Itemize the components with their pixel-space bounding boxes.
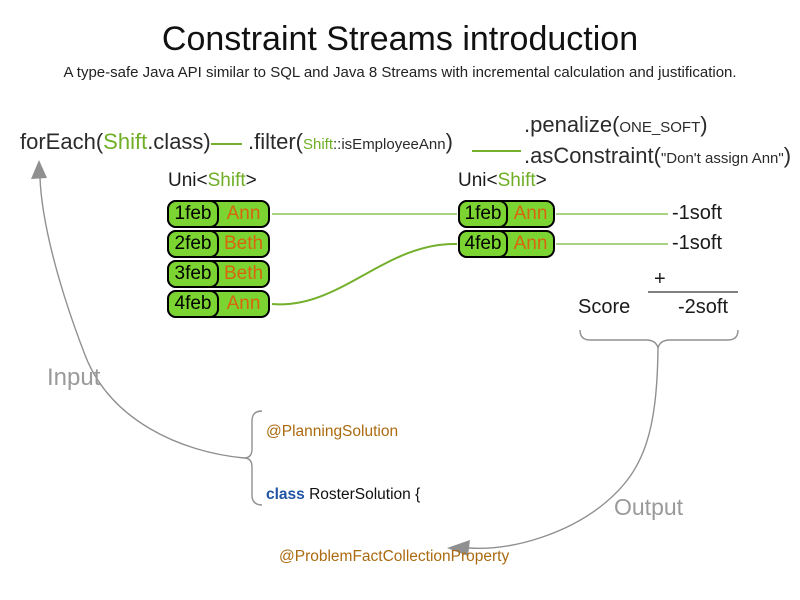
uni-class: Shift <box>497 170 536 191</box>
foreach-class: Shift <box>103 129 148 154</box>
shift-employee: Ann <box>513 233 548 254</box>
filter-expression: .filter(Shift::isEmployeeAnn) <box>248 129 453 155</box>
table-row: 3feb Beth <box>167 260 270 288</box>
code-line-annotation: @ProblemFactCollectionProperty <box>279 547 510 565</box>
penalize-pre: .penalize( <box>524 112 620 137</box>
row4-filter-curve <box>271 242 458 306</box>
asconstraint-post: ) <box>783 143 792 168</box>
foreach-post: .class) <box>147 129 211 154</box>
shift-employee: Beth <box>223 233 264 254</box>
filter-class: Shift <box>303 136 334 153</box>
input-shift-table: 1feb Ann 2feb Beth 3feb Beth 4feb Ann <box>167 200 270 318</box>
shift-date: 3feb <box>167 260 219 288</box>
roster-solution-code: @PlanningSolution class RosterSolution {… <box>266 381 520 600</box>
penalize-expression: .penalize(ONE_SOFT) .asConstraint("Don't… <box>524 111 791 173</box>
class-name: RosterSolution { <box>304 485 421 503</box>
filter-pre: .filter( <box>248 129 303 154</box>
filter-post: ) <box>445 129 453 154</box>
code-line-annotation: @PlanningSolution <box>266 423 399 441</box>
penalize-arg: ONE_SOFT <box>619 119 701 136</box>
score-brace <box>579 329 739 349</box>
uni-shift-label-left: Uni<Shift> <box>168 170 257 192</box>
table-row: 1feb Ann <box>458 200 555 228</box>
score-label: Score <box>578 296 631 318</box>
uni-pre: Uni< <box>168 170 208 191</box>
shift-date: 2feb <box>167 230 219 258</box>
page-subtitle: A type-safe Java API similar to SQL and … <box>63 64 737 81</box>
score-total: -2soft <box>678 296 729 318</box>
uni-pre: Uni< <box>458 170 498 191</box>
shift-date: 4feb <box>458 230 508 258</box>
penalize-line: .penalize(ONE_SOFT) <box>524 111 791 142</box>
uni-post: > <box>535 170 547 191</box>
shift-employee: Beth <box>223 263 264 284</box>
shift-date: 1feb <box>167 200 219 228</box>
uni-class: Shift <box>207 170 246 191</box>
penalty-value-1: -1soft <box>672 202 723 224</box>
table-row: 2feb Beth <box>167 230 270 258</box>
asconstraint-pre: .asConstraint( <box>524 143 661 168</box>
table-row: 1feb Ann <box>167 200 270 228</box>
code-line-class-decl: class RosterSolution { <box>266 485 520 506</box>
asconstraint-line: .asConstraint("Don't assign Ann") <box>524 142 791 173</box>
penalty-value-2: -1soft <box>672 232 723 254</box>
penalize-post: ) <box>700 112 708 137</box>
output-label: Output <box>614 494 684 520</box>
table-row: 4feb Ann <box>458 230 555 258</box>
input-arrowhead-icon <box>31 160 47 179</box>
table-row: 4feb Ann <box>167 290 270 318</box>
shift-employee: Ann <box>513 203 548 224</box>
shift-date: 4feb <box>167 290 219 318</box>
shift-employee: Ann <box>226 203 261 224</box>
filter-method: ::isEmployeeAnn <box>333 136 446 153</box>
uni-post: > <box>245 170 257 191</box>
uni-shift-label-right: Uni<Shift> <box>458 170 547 192</box>
shift-employee: Ann <box>226 293 261 314</box>
input-label: Input <box>47 364 101 391</box>
class-keyword: class <box>266 485 305 503</box>
filtered-shift-table: 1feb Ann 4feb Ann <box>458 200 555 258</box>
foreach-pre: forEach( <box>20 129 104 154</box>
plus-sign: + <box>654 268 666 290</box>
foreach-expression: forEach(Shift.class) <box>20 129 211 155</box>
asconstraint-arg: "Don't assign Ann" <box>660 150 784 167</box>
shift-date: 1feb <box>458 200 508 228</box>
code-brace <box>243 410 263 506</box>
page-title: Constraint Streams introduction <box>161 20 639 58</box>
